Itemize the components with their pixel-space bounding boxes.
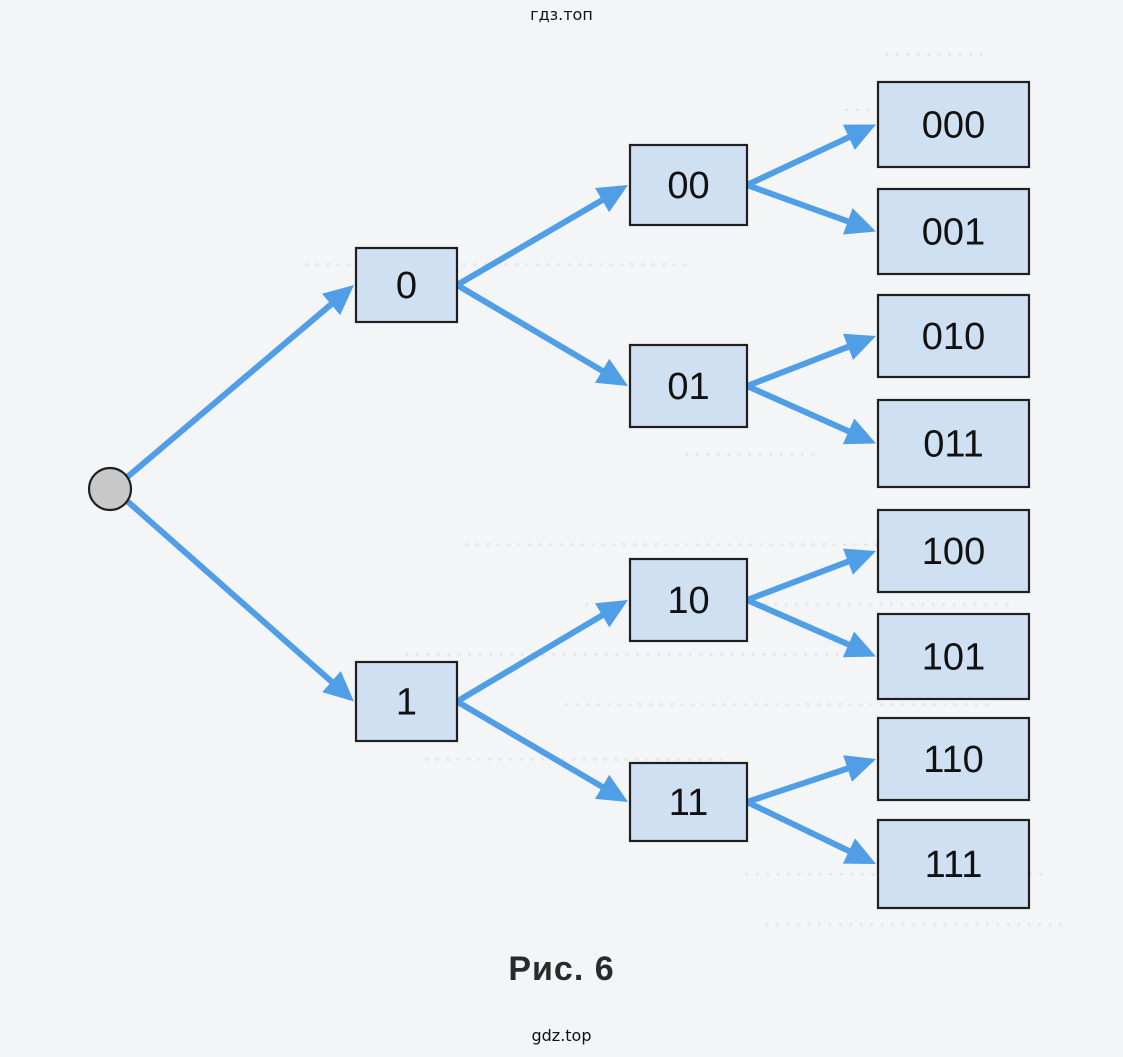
code-label-001: 001 — [922, 212, 985, 254]
root-node — [87, 466, 133, 512]
edge-1-to-11 — [454, 698, 609, 792]
edge-00-to-000 — [744, 132, 856, 188]
arrowhead-011 — [842, 418, 876, 445]
code-label-110: 110 — [923, 739, 984, 781]
arrowhead-0 — [322, 285, 354, 316]
code-node-111: 111 — [876, 818, 1031, 910]
code-node-1: 1 — [354, 660, 459, 743]
code-node-0: 0 — [354, 246, 459, 324]
code-node-01: 01 — [628, 343, 749, 429]
code-label-000: 000 — [922, 105, 985, 147]
arrowhead-01 — [595, 358, 628, 386]
code-box-00 — [628, 143, 749, 227]
edge-root-to-1 — [119, 494, 338, 688]
code-label-011: 011 — [923, 424, 984, 466]
arrowhead-1 — [322, 671, 354, 702]
code-label-010: 010 — [922, 316, 985, 358]
code-node-011: 011 — [876, 398, 1031, 489]
code-node-00: 00 — [628, 143, 749, 227]
code-box-011 — [876, 398, 1031, 489]
code-box-110 — [876, 716, 1031, 802]
watermark-bottom: gdz.top — [531, 1026, 592, 1045]
arrowhead-000 — [842, 124, 876, 150]
arrowhead-10 — [595, 600, 628, 628]
edge-root-to-0 — [119, 298, 338, 484]
edge-0-to-01 — [454, 282, 609, 376]
arrowhead-101 — [842, 631, 876, 658]
edge-0-to-00 — [454, 195, 609, 288]
arrowhead-111 — [842, 838, 876, 864]
code-node-10: 10 — [628, 557, 749, 643]
code-label-10: 10 — [667, 580, 709, 622]
code-box-100 — [876, 508, 1031, 594]
arrowhead-110 — [843, 755, 876, 782]
code-node-001: 001 — [876, 187, 1031, 276]
edge-01-to-010 — [744, 342, 855, 389]
code-label-100: 100 — [922, 531, 985, 573]
code-label-101: 101 — [922, 637, 985, 679]
code-node-010: 010 — [876, 293, 1031, 379]
code-node-100: 100 — [876, 508, 1031, 594]
code-node-11: 11 — [628, 761, 749, 843]
code-box-10 — [628, 557, 749, 643]
code-label-00: 00 — [667, 165, 709, 207]
code-box-010 — [876, 293, 1031, 379]
edge-10-to-100 — [744, 557, 855, 603]
code-node-101: 101 — [876, 612, 1031, 701]
code-box-01 — [628, 343, 749, 429]
code-label-11: 11 — [669, 782, 708, 824]
code-box-0 — [354, 246, 459, 324]
arrowhead-11 — [595, 774, 628, 802]
code-box-1 — [354, 660, 459, 743]
root-circle — [87, 466, 133, 512]
code-box-111 — [876, 818, 1031, 910]
code-label-111: 111 — [925, 844, 983, 886]
tree-edges — [119, 124, 876, 864]
code-box-000 — [876, 80, 1031, 169]
code-box-101 — [876, 612, 1031, 701]
edge-11-to-111 — [744, 799, 856, 856]
code-label-01: 01 — [667, 366, 709, 408]
watermark-top: гдз.топ — [530, 5, 593, 24]
code-node-000: 000 — [876, 80, 1031, 169]
edge-10-to-101 — [744, 597, 856, 650]
arrowhead-100 — [842, 548, 876, 575]
arrowhead-00 — [595, 185, 628, 213]
edge-00-to-001 — [744, 182, 855, 226]
code-node-110: 110 — [876, 716, 1031, 802]
edge-01-to-011 — [744, 383, 856, 436]
arrowhead-010 — [842, 333, 876, 360]
code-label-0: 0 — [396, 265, 417, 307]
code-box-001 — [876, 187, 1031, 276]
arrowhead-001 — [843, 208, 876, 235]
edge-1-to-10 — [454, 610, 609, 705]
edge-11-to-110 — [744, 764, 855, 805]
figure-caption: Рис. 6 — [508, 950, 615, 988]
code-box-11 — [628, 761, 749, 843]
code-label-1: 1 — [396, 682, 417, 724]
